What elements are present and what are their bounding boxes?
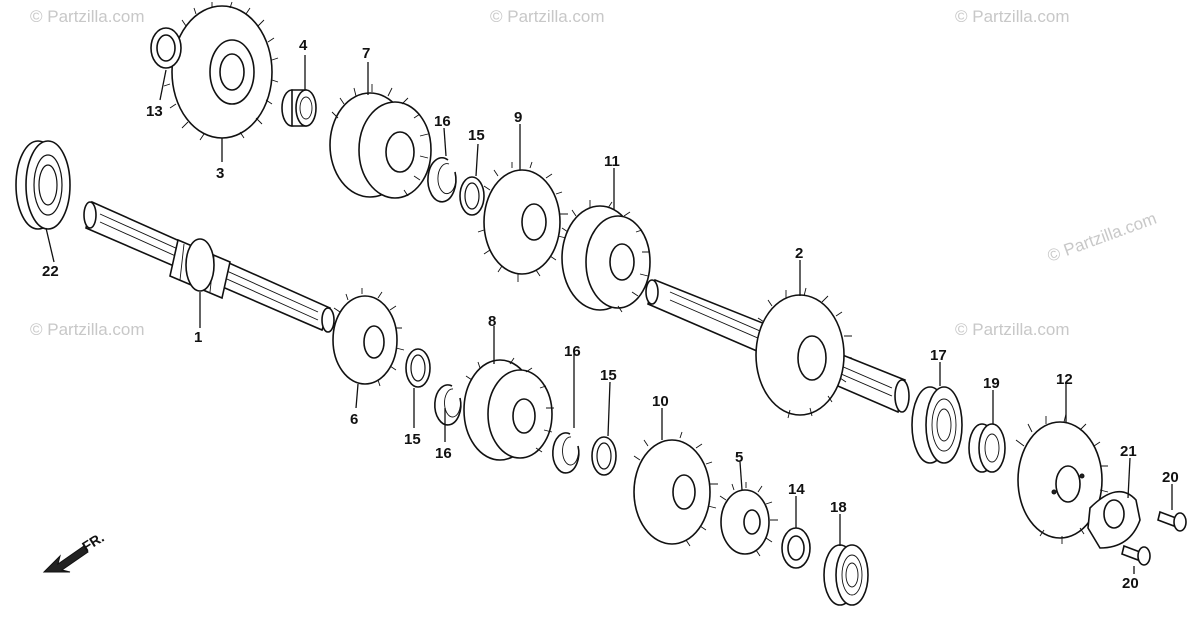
callout-15: 15 <box>468 127 485 144</box>
callout-14: 14 <box>788 481 805 498</box>
callout-3: 3 <box>216 165 224 182</box>
callout-17: 17 <box>930 347 947 364</box>
part-12-sprocket <box>1015 413 1109 544</box>
callout-16: 16 <box>564 343 581 360</box>
callout-1: 1 <box>194 329 202 346</box>
part-14-washer <box>781 527 811 569</box>
part-15-washer-lower-left <box>405 348 431 388</box>
part-6-gear <box>332 288 405 387</box>
part-20-bolt-upper <box>1157 510 1187 532</box>
watermark-text: © Partzilla.com <box>955 7 1070 26</box>
watermark-text: © Partzilla.com <box>490 7 605 26</box>
part-16-circlip-lower-left <box>434 384 462 426</box>
part-15-washer-lower-right <box>591 436 617 476</box>
watermark-text: © Partzilla.com <box>30 7 145 26</box>
part-15-washer-upper <box>459 176 485 216</box>
part-22-bearing <box>15 140 71 230</box>
part-1-mainshaft <box>83 200 335 333</box>
callout-4: 4 <box>299 37 308 54</box>
callout-5: 5 <box>735 449 743 466</box>
callout-20: 20 <box>1162 469 1179 486</box>
part-16-circlip-lower-right <box>552 432 580 474</box>
front-direction-arrow: FR. <box>42 529 107 573</box>
part-16-circlip-upper <box>427 157 457 203</box>
callout-13: 13 <box>146 103 163 120</box>
callout-12: 12 <box>1056 371 1073 388</box>
part-20-bolt-lower <box>1121 544 1151 566</box>
callout-8: 8 <box>488 313 496 330</box>
watermark-text: © Partzilla.com <box>1045 209 1159 266</box>
watermark-text: © Partzilla.com <box>30 320 145 339</box>
part-19-oil-seal <box>968 423 1006 473</box>
callout-9: 9 <box>514 109 522 126</box>
callout-2: 2 <box>795 245 803 262</box>
callout-22: 22 <box>42 263 59 280</box>
callout-6: 6 <box>350 411 358 428</box>
callout-16: 16 <box>435 445 452 462</box>
callout-16: 16 <box>434 113 451 130</box>
part-9-gear <box>477 161 568 282</box>
part-10-gear <box>633 431 718 547</box>
part-4-bushing <box>281 89 317 127</box>
watermark-text: © Partzilla.com <box>955 320 1070 339</box>
part-21-fixing-plate <box>1087 490 1141 549</box>
part-2-countershaft <box>645 278 910 419</box>
callout-15: 15 <box>600 367 617 384</box>
callout-21: 21 <box>1120 443 1137 460</box>
callout-15: 15 <box>404 431 421 448</box>
part-3-gear <box>163 1 279 144</box>
part-13-washer <box>150 27 182 69</box>
part-8-gear <box>463 354 554 461</box>
part-5-gear <box>719 482 778 557</box>
callout-11: 11 <box>604 153 620 170</box>
callout-19: 19 <box>983 375 1000 392</box>
callout-20: 20 <box>1122 575 1139 592</box>
leader-lines <box>45 55 1173 574</box>
part-7-gear <box>329 84 432 199</box>
part-17-bearing <box>911 386 963 464</box>
part-11-gear <box>561 200 651 313</box>
part-18-bearing <box>823 544 869 606</box>
callout-18: 18 <box>830 499 847 516</box>
callout-7: 7 <box>362 45 370 62</box>
callout-10: 10 <box>652 393 669 410</box>
